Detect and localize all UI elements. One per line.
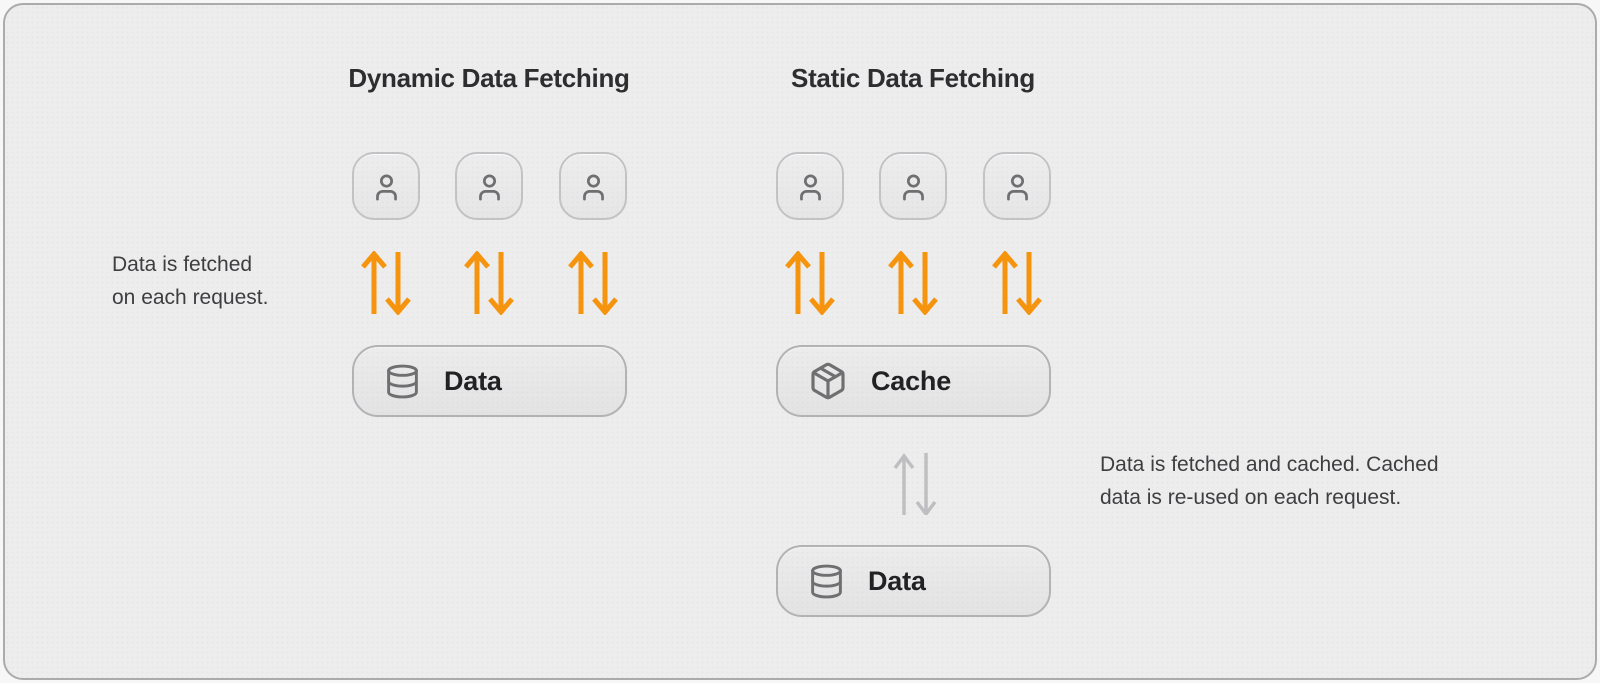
cache-refresh-arrows-icon (893, 453, 937, 515)
up-down-arrows-icon (989, 251, 1045, 315)
user-tile (776, 152, 844, 220)
up-down-arrows-icon (358, 251, 414, 315)
user-tile (455, 152, 523, 220)
user-tile (352, 152, 420, 220)
diagram-canvas: Dynamic Data Fetching Data is fetched on… (3, 3, 1597, 680)
user-tile (983, 152, 1051, 220)
caption-line: on each request. (112, 286, 269, 309)
static-fetching-caption: Data is fetched and cached. Cached data … (1100, 448, 1439, 514)
user-icon (1006, 174, 1028, 201)
package-icon (811, 362, 845, 400)
data-source-node: Data (352, 345, 627, 417)
up-down-arrows-icon (461, 251, 517, 315)
caption-line: Data is fetched and cached. Cached (1100, 453, 1439, 476)
database-icon (387, 364, 418, 398)
user-icon (375, 174, 397, 201)
user-icon (582, 174, 604, 201)
up-down-arrows-icon (565, 251, 621, 315)
node-label: Data (868, 565, 926, 596)
up-down-arrows-icon (885, 251, 941, 315)
user-tile (559, 152, 627, 220)
dynamic-fetching-title: Dynamic Data Fetching (348, 63, 630, 93)
static-fetching-title: Static Data Fetching (791, 63, 1035, 93)
cache-node: Cache (776, 345, 1051, 417)
user-icon (478, 174, 500, 201)
database-icon (811, 564, 842, 598)
user-tile (879, 152, 947, 220)
user-icon (799, 174, 821, 201)
node-label: Data (444, 365, 502, 396)
node-label: Cache (871, 365, 952, 396)
data-source-node: Data (776, 545, 1051, 617)
caption-line: Data is fetched (112, 253, 253, 276)
dynamic-fetching-caption: Data is fetched on each request. (112, 248, 268, 314)
user-icon (902, 174, 924, 201)
up-down-arrows-icon (782, 251, 838, 315)
caption-line: data is re-used on each request. (1100, 486, 1402, 509)
